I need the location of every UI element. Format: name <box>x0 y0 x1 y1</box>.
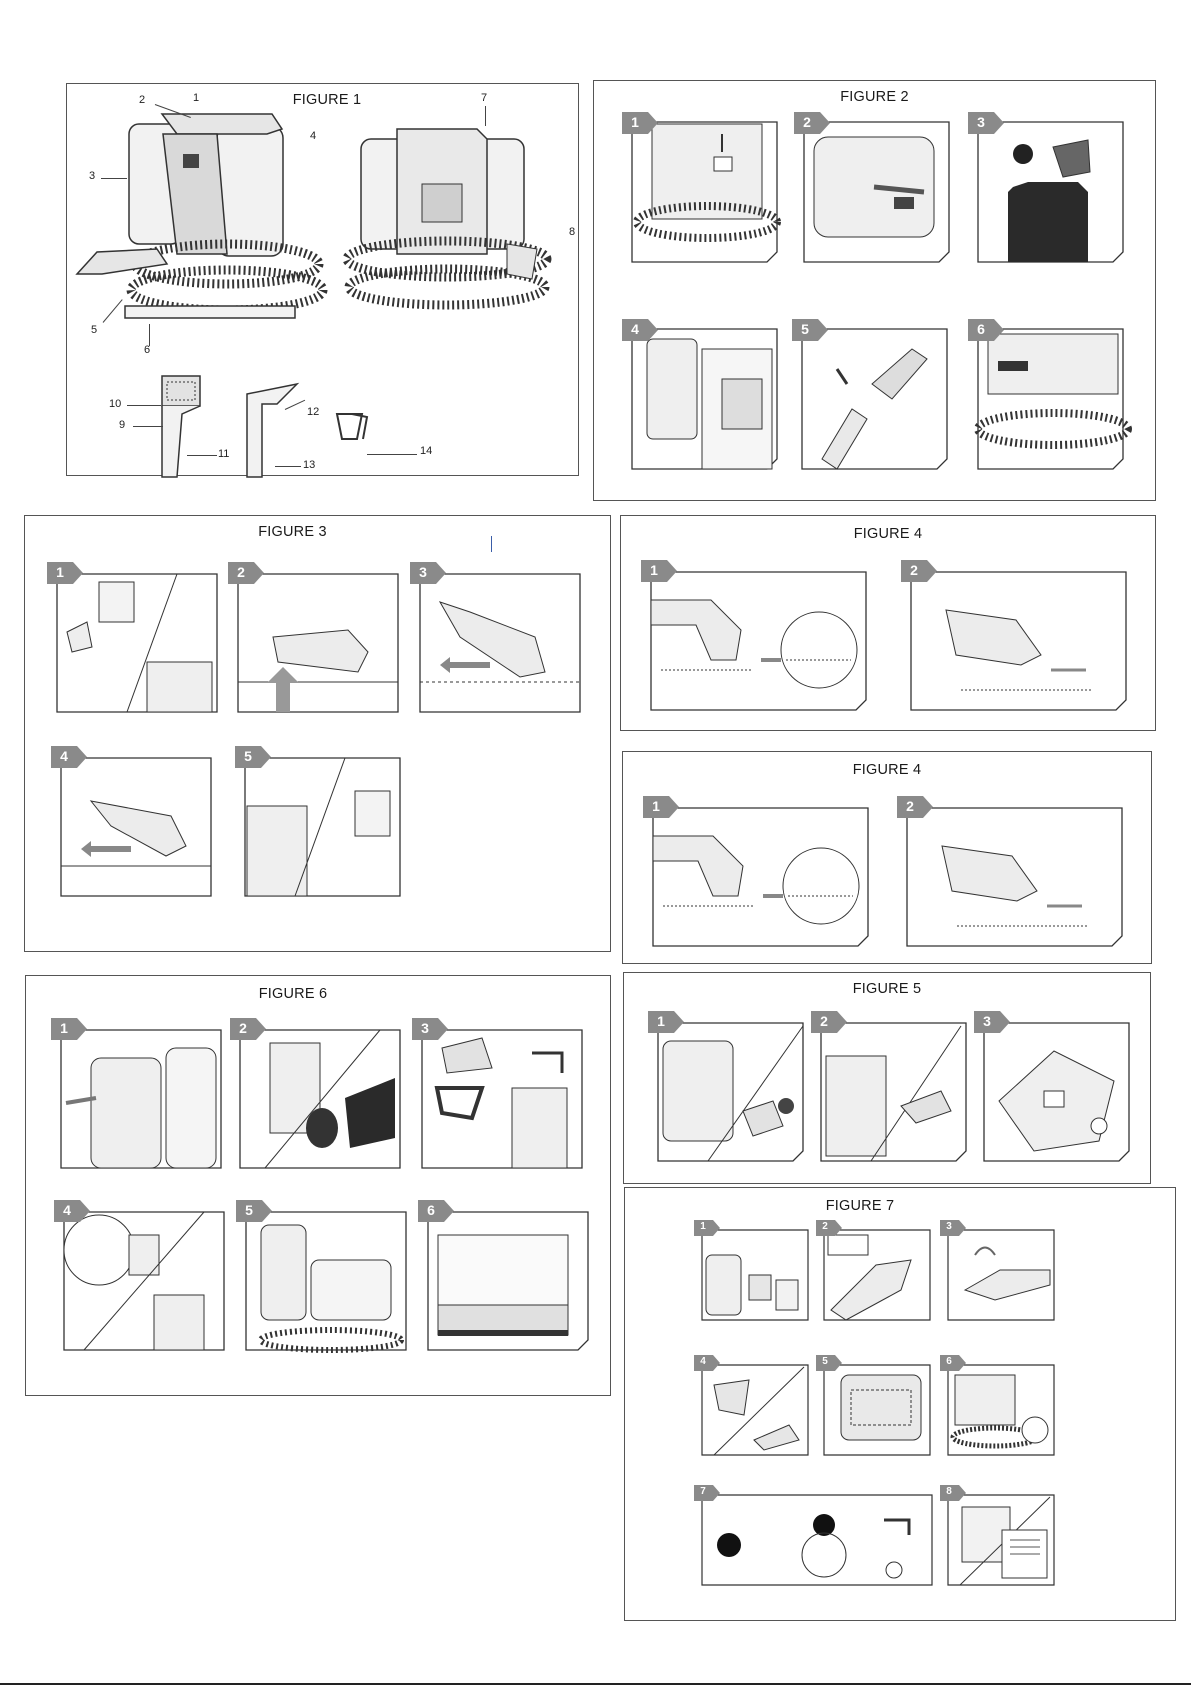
callout-14: 14 <box>420 445 432 457</box>
step-badge: 1 <box>622 112 658 134</box>
figure-4a-title: FIGURE 4 <box>621 526 1155 542</box>
figure-3-step-5: 5 <box>235 746 410 906</box>
figure-6-step-1: 1 <box>51 1018 226 1178</box>
figure-2-step-4: 4 <box>622 319 782 474</box>
figure-3-frame: FIGURE 3 1 2 3 4 5 <box>24 515 611 952</box>
step-badge: 3 <box>974 1011 1010 1033</box>
figure-4a-step-2: 2 <box>901 560 1131 720</box>
figure-4a-frame: FIGURE 4 1 2 <box>620 515 1156 731</box>
step-badge: 4 <box>622 319 658 341</box>
step-badge: 1 <box>648 1011 684 1033</box>
callout-7: 7 <box>481 92 487 104</box>
figure-3-title: FIGURE 3 <box>25 524 560 540</box>
step-badge: 1 <box>694 1220 720 1236</box>
figure-4b-step-1: 1 <box>643 796 873 956</box>
figure-2-title: FIGURE 2 <box>594 89 1155 105</box>
step-badge: 7 <box>694 1485 720 1501</box>
step-badge: 4 <box>694 1355 720 1371</box>
figure-3-step-4: 4 <box>51 746 226 906</box>
step-badge: 3 <box>412 1018 448 1040</box>
callout-13: 13 <box>303 459 315 471</box>
figure-3-step-3: 3 <box>410 562 585 722</box>
figure-2-step-2: 2 <box>794 112 954 267</box>
figure-6-step-2: 2 <box>230 1018 405 1178</box>
cleaner-front-illustration <box>67 84 580 477</box>
step-badge: 2 <box>897 796 933 818</box>
figure-5-title: FIGURE 5 <box>624 981 1150 997</box>
callout-5: 5 <box>91 324 97 336</box>
callout-8: 8 <box>569 226 575 238</box>
step-badge: 5 <box>816 1355 842 1371</box>
step-badge: 3 <box>410 562 446 584</box>
callout-1: 1 <box>193 92 199 104</box>
figure-7-step-2: 2 <box>816 1220 932 1330</box>
figure-2-step-6: 6 <box>968 319 1128 474</box>
step-badge: 6 <box>940 1355 966 1371</box>
figure-7-frame: FIGURE 7 1 2 3 4 5 6 7 <box>624 1187 1176 1621</box>
figure-1-frame: FIGURE 1 1 2 3 4 5 6 7 8 9 10 11 12 13 1… <box>66 83 579 476</box>
step-badge: 5 <box>792 319 828 341</box>
step-badge: 2 <box>816 1220 842 1236</box>
figure-4b-title: FIGURE 4 <box>623 762 1151 778</box>
step-badge: 4 <box>51 746 87 768</box>
figure-4b-frame: FIGURE 4 1 2 <box>622 751 1152 964</box>
figure-5-frame: FIGURE 5 1 2 3 <box>623 972 1151 1184</box>
callout-2: 2 <box>139 94 145 106</box>
figure-6-title: FIGURE 6 <box>26 986 560 1002</box>
figure-6-step-5: 5 <box>236 1200 411 1360</box>
figure-4b-step-2: 2 <box>897 796 1127 956</box>
step-badge: 2 <box>901 560 937 582</box>
figure-2-step-1: 1 <box>622 112 782 267</box>
figure-6-step-6: 6 <box>418 1200 593 1360</box>
step-badge: 6 <box>418 1200 454 1222</box>
step-badge: 6 <box>968 319 1004 341</box>
callout-9: 9 <box>119 419 125 431</box>
step-badge: 3 <box>940 1220 966 1236</box>
step-badge: 2 <box>228 562 264 584</box>
figure-4a-step-1: 1 <box>641 560 871 720</box>
figure-3-step-1: 1 <box>47 562 222 722</box>
step-badge: 2 <box>811 1011 847 1033</box>
step-badge: 8 <box>940 1485 966 1501</box>
figure-7-step-3: 3 <box>940 1220 1056 1330</box>
figure-6-step-3: 3 <box>412 1018 587 1178</box>
figure-3-step-2: 2 <box>228 562 403 722</box>
step-badge: 5 <box>236 1200 272 1222</box>
figure-7-step-7: 7 <box>694 1485 934 1595</box>
step-badge: 1 <box>47 562 83 584</box>
figure-2-frame: FIGURE 2 1 2 3 4 5 6 <box>593 80 1156 501</box>
step-badge: 4 <box>54 1200 90 1222</box>
step-badge: 3 <box>968 112 1004 134</box>
figure-5-step-1: 1 <box>648 1011 808 1173</box>
figure-7-step-6: 6 <box>940 1355 1056 1465</box>
text-cursor <box>491 536 492 552</box>
figure-7-step-8: 8 <box>940 1485 1056 1595</box>
figure-7-step-5: 5 <box>816 1355 932 1465</box>
step-badge: 2 <box>794 112 830 134</box>
figure-5-step-2: 2 <box>811 1011 971 1173</box>
figure-5-step-3: 3 <box>974 1011 1134 1173</box>
step-badge: 2 <box>230 1018 266 1040</box>
figure-6-frame: FIGURE 6 1 2 3 4 5 6 <box>25 975 611 1396</box>
callout-10: 10 <box>109 398 121 410</box>
figure-7-step-4: 4 <box>694 1355 810 1465</box>
step-badge: 1 <box>643 796 679 818</box>
figure-6-step-4: 4 <box>54 1200 229 1360</box>
step-badge: 1 <box>51 1018 87 1040</box>
figure-2-step-5: 5 <box>792 319 952 474</box>
figure-7-title: FIGURE 7 <box>625 1198 1095 1214</box>
figure-7-step-1: 1 <box>694 1220 810 1330</box>
step-badge: 5 <box>235 746 271 768</box>
figure-2-step-3: 3 <box>968 112 1128 267</box>
step-badge: 1 <box>641 560 677 582</box>
callout-4: 4 <box>310 130 316 142</box>
callout-3: 3 <box>89 170 95 182</box>
callout-11: 11 <box>218 448 229 460</box>
callout-12: 12 <box>307 406 319 418</box>
